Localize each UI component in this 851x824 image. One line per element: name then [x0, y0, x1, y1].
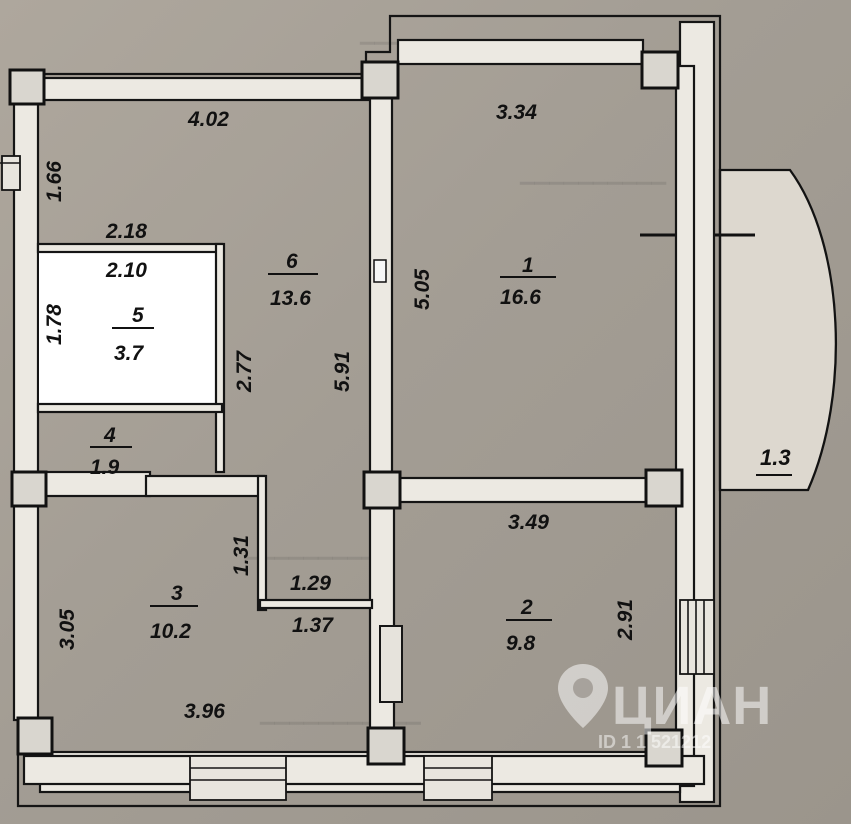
pillar-top-right — [640, 50, 680, 90]
pillar-top-left — [8, 68, 46, 106]
faded-background-text: ▁▁▁▁▁▁▁▁▁▁ — [244, 539, 392, 560]
pillar-bottom-center — [366, 726, 406, 766]
pillar-bottom-right — [644, 728, 684, 768]
dimension-label: 3.05 — [56, 609, 79, 650]
left-window-stub — [0, 155, 21, 191]
balcony-outline — [718, 168, 837, 492]
dimension-label: 1.29 — [290, 572, 331, 595]
room4-top-wall — [36, 402, 224, 414]
top-wall-right — [396, 38, 645, 66]
dimension-label: 2.18 — [105, 220, 147, 243]
dimension-label: 2.10 — [105, 259, 147, 282]
faded-background-text: ▁▁▁▁▁▁▁▁▁▁▁ — [259, 704, 421, 725]
watermark-brand: ЦИАН — [612, 676, 772, 736]
room-3-label: 3 10.2 — [150, 582, 198, 643]
dimension-label: 2.77 — [233, 350, 256, 393]
balcony-area-label: 1.3 — [760, 445, 791, 470]
room5-right-wall — [214, 242, 226, 474]
svg-text:1: 1 — [522, 254, 534, 277]
pillar-bottom-left — [16, 716, 54, 756]
svg-text:10.2: 10.2 — [150, 620, 191, 643]
svg-text:3.7: 3.7 — [114, 342, 145, 365]
top-wall-left — [38, 76, 370, 102]
pillar-left-middle — [10, 470, 48, 508]
location-pin-icon — [558, 664, 608, 728]
dimension-label: 2.91 — [614, 599, 637, 641]
dimension-label: 1.78 — [43, 304, 66, 345]
bottom-window-left — [189, 755, 287, 801]
corridor-vertical-partition — [256, 474, 268, 612]
room5-top-wall — [36, 242, 224, 254]
svg-text:2: 2 — [520, 596, 533, 619]
dimension-label: 3.96 — [184, 700, 225, 723]
dimension-label: 3.49 — [508, 511, 549, 534]
dimension-label: 1.66 — [43, 161, 66, 202]
dimension-label: 5.05 — [411, 269, 434, 310]
faded-background-text: ▁▁▁▁▁▁▁▁▁▁ — [519, 164, 667, 185]
watermark-id: ID 1 1 521212 — [598, 732, 711, 752]
room1-room2-wall — [394, 476, 650, 504]
room-6-label: 6 13.6 — [268, 250, 318, 310]
bottom-wall-inner — [22, 754, 706, 786]
svg-text:3: 3 — [171, 582, 183, 605]
pillar-top-center — [360, 60, 400, 100]
svg-text:16.6: 16.6 — [500, 286, 541, 309]
room-2-label: 2 9.8 — [506, 596, 552, 655]
right-window — [679, 599, 715, 675]
pillar-right-middle — [644, 468, 684, 508]
bottom-window-right — [423, 755, 493, 801]
dimension-label: 3.34 — [496, 101, 537, 124]
cian-watermark: ЦИАН ID 1 1 521212 — [558, 664, 772, 752]
dimension-label: 1.37 — [292, 614, 334, 637]
central-wall-detail — [373, 259, 387, 283]
corridor-horizontal-partition — [258, 598, 374, 610]
svg-text:5: 5 — [132, 304, 144, 327]
room5-outline — [37, 245, 223, 407]
svg-text:1.9: 1.9 — [90, 456, 120, 479]
left-wall — [12, 98, 40, 722]
central-vertical-wall — [368, 94, 394, 482]
room-5-label: 5 3.7 — [112, 304, 154, 365]
dimension-label: 4.02 — [187, 108, 229, 131]
svg-text:9.8: 9.8 — [506, 632, 536, 655]
svg-text:6: 6 — [286, 250, 298, 273]
corridor-stub-wall — [144, 474, 266, 498]
svg-text:4: 4 — [103, 424, 116, 447]
dimension-label: 5.91 — [331, 351, 354, 392]
room2-door — [379, 625, 403, 703]
svg-text:13.6: 13.6 — [270, 287, 311, 310]
room-4-label: 4 1.9 — [90, 424, 132, 479]
pillar-center-middle — [362, 470, 402, 510]
dimension-label: 1.31 — [230, 535, 253, 576]
room-1-label: 1 16.6 — [500, 254, 556, 309]
